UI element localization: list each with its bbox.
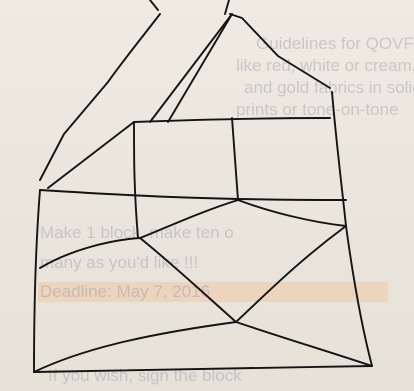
apex-stroke-a xyxy=(150,14,232,122)
left-upper-diagonal xyxy=(40,82,108,180)
upper-diagonal-stroke xyxy=(108,14,160,82)
square-right-side xyxy=(332,92,372,366)
lower-bottom-left xyxy=(34,322,236,372)
lower-diagonal-c xyxy=(140,200,238,238)
lower-bottom-right xyxy=(236,322,372,366)
apex-stroke-b xyxy=(168,14,232,122)
lower-triangle-left xyxy=(40,238,140,268)
inner-vertical-left xyxy=(134,122,138,238)
lower-diagonal-a xyxy=(140,238,236,322)
lower-diagonal-d xyxy=(238,200,346,226)
inner-vertical-right xyxy=(232,118,238,200)
apex-stroke-c xyxy=(230,14,330,88)
square-top xyxy=(40,190,346,200)
square-bottom xyxy=(34,366,372,372)
top-edge-stroke-left xyxy=(150,0,158,10)
lower-diagonal-b xyxy=(236,226,346,322)
left-inner-triangle xyxy=(48,122,134,188)
top-edge-stroke-right xyxy=(225,0,229,14)
square-left-side xyxy=(34,190,40,372)
